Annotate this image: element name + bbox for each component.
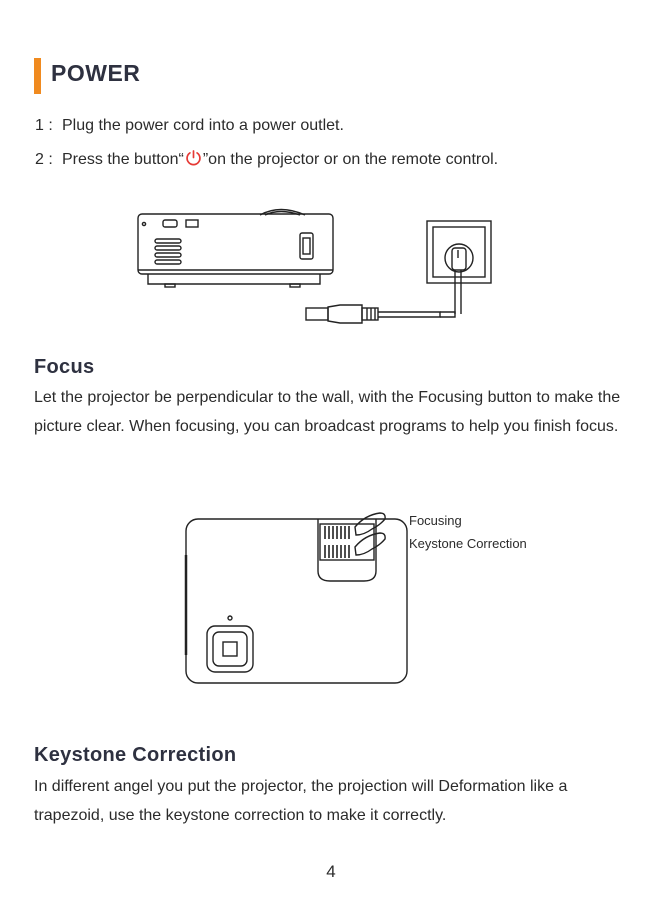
step-text-before: Press the button“ bbox=[62, 151, 184, 168]
page-number: 4 bbox=[326, 862, 336, 881]
focus-paragraph: Let the projector be perpendicular to th… bbox=[34, 389, 621, 435]
keystone-heading: Keystone Correction bbox=[34, 744, 237, 766]
section-accent-bar bbox=[34, 58, 41, 94]
callout-focusing: Focusing bbox=[409, 513, 462, 528]
step-number: 2 : bbox=[35, 151, 53, 168]
step-text: Plug the power cord into a power outlet. bbox=[62, 117, 344, 134]
focus-illustration bbox=[184, 512, 408, 684]
power-step-2: 2 : Press the button“ ”on the projector o… bbox=[35, 149, 498, 169]
step-text-after: ”on the projector or on the remote contr… bbox=[202, 151, 499, 168]
power-connection-illustration bbox=[137, 208, 492, 324]
step-number: 1 : bbox=[35, 117, 53, 134]
power-step-1: 1 : Plug the power cord into a power outl… bbox=[35, 117, 344, 135]
power-heading: POWER bbox=[51, 60, 141, 86]
power-icon bbox=[186, 150, 201, 166]
keystone-paragraph: In different angel you put the projector… bbox=[34, 778, 568, 824]
callout-keystone-correction: Keystone Correction bbox=[409, 536, 527, 551]
focus-heading: Focus bbox=[34, 356, 95, 378]
